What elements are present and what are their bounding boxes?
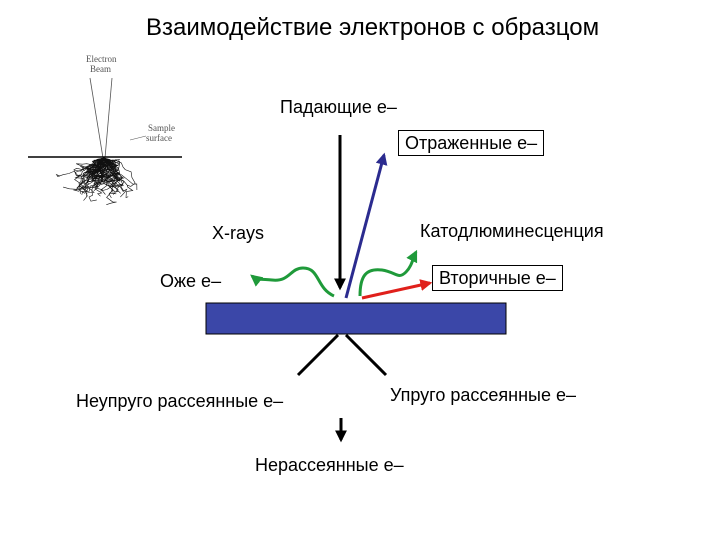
inelastic-arrow — [296, 333, 340, 377]
inset-beam-label-1: Electron — [86, 54, 117, 64]
elastic-arrow — [344, 333, 388, 377]
secondary-label: Вторичные е– — [432, 265, 563, 291]
cathodo-arrow — [358, 249, 418, 297]
inelastic-label: Неупруго рассеянные е– — [76, 391, 284, 411]
scatter-trajectory — [100, 157, 113, 195]
sample-slab — [205, 302, 507, 335]
elastic-label: Упруго рассеянные е– — [390, 385, 576, 405]
scatter-trajectory — [94, 157, 106, 191]
reflected-arrow — [344, 152, 388, 299]
scatter-trajectory — [101, 157, 128, 198]
inset-beam-label-2: Beam — [90, 64, 111, 74]
reflected-label: Отраженные е– — [398, 130, 545, 156]
scatter-trajectory — [103, 157, 136, 187]
secondary-arrow — [361, 279, 433, 300]
scatter-trajectory — [82, 157, 112, 174]
incident-label: Падающие е– — [280, 97, 397, 117]
scatter-trajectory — [73, 157, 106, 192]
scatter-trajectory — [90, 157, 106, 180]
xrays-label: X-rays — [212, 223, 265, 243]
xrays-auger-arrow — [250, 266, 335, 298]
scatter-trajectory — [93, 157, 119, 195]
unscattered-label: Нерассеянные е– — [255, 455, 404, 475]
scatter-trajectory — [103, 157, 125, 192]
inset-surface-label-1: Sample — [148, 123, 175, 133]
inset-beam-sketch — [28, 77, 182, 205]
scatter-trajectory — [74, 157, 105, 184]
page-title: Взаимодействие электронов с образцом — [146, 14, 600, 41]
inset-surface-label-2: surface — [146, 133, 172, 143]
auger-label: Оже е– — [160, 271, 222, 291]
cathodo-label: Катодлюминесценция — [420, 221, 604, 241]
scatter-trajectory — [90, 157, 117, 189]
scatter-trajectory — [99, 157, 125, 190]
